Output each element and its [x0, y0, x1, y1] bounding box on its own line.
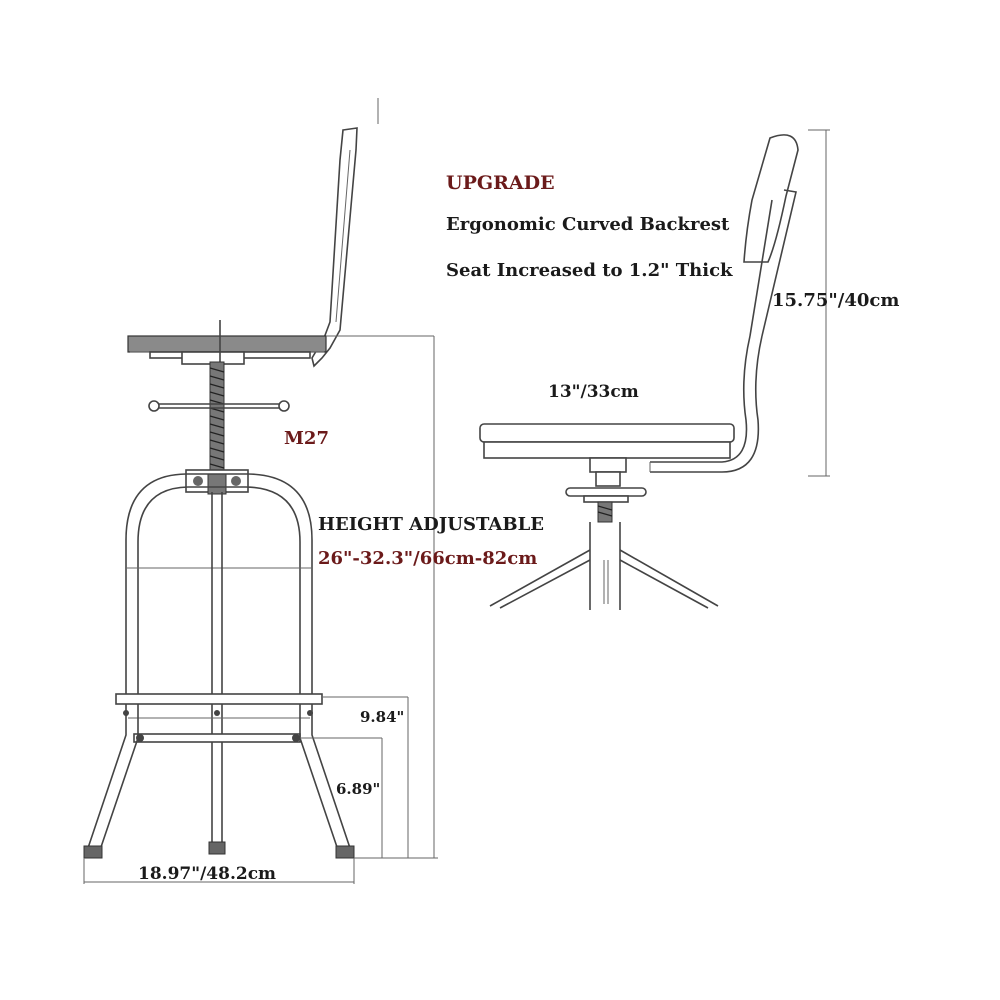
height-adjustable-label: HEIGHT ADJUSTABLE — [318, 514, 544, 535]
backrest-height-dimension: 15.75"/40cm — [772, 290, 900, 311]
upgrade-heading: UPGRADE — [446, 172, 555, 194]
footrest-lower-dimension: 6.89" — [336, 780, 381, 798]
height-range-label: 26"-32.3"/66cm-82cm — [318, 548, 538, 569]
backrest-feature-text: Ergonomic Curved Backrest — [446, 214, 730, 235]
base-width-dimension: 18.97"/48.2cm — [138, 864, 277, 884]
thread-size-label: M27 — [284, 428, 329, 449]
seat-depth-dimension: 13"/33cm — [548, 382, 639, 402]
footrest-upper-dimension: 9.84" — [360, 708, 405, 726]
seat-feature-text: Seat Increased to 1.2" Thick — [446, 260, 733, 281]
